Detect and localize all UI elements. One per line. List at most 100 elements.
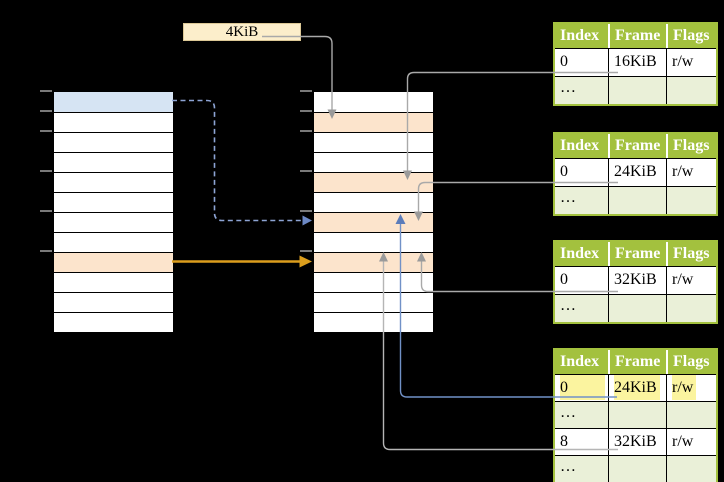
memory-row <box>314 112 433 132</box>
address-tick <box>300 130 312 132</box>
table-cell: r/w <box>666 429 716 455</box>
table-cell: 32KiB <box>608 429 666 455</box>
memory-row <box>314 232 433 252</box>
table-cell: 8 <box>555 429 608 455</box>
table-header: Index Frame Flags <box>555 242 716 266</box>
frame-table-16kib: Index Frame Flags 0 16KiB r/w … <box>553 22 718 106</box>
table-row: 0 32KiB r/w <box>555 266 716 294</box>
memory-row <box>314 252 433 272</box>
memory-row <box>314 272 433 292</box>
address-tick <box>40 110 52 112</box>
table-cell <box>666 295 716 322</box>
table-cell: … <box>555 77 608 104</box>
header-cell: Flags <box>666 242 716 266</box>
highlight-mark: 24KiB <box>614 375 660 400</box>
table-row: … <box>555 455 716 482</box>
table-cell: r/w <box>666 375 716 401</box>
table-cell <box>608 187 666 214</box>
table-header: Index Frame Flags <box>555 134 716 158</box>
table-cell: r/w <box>666 159 716 186</box>
header-cell: Flags <box>666 350 716 374</box>
table-header: Index Frame Flags <box>555 350 716 374</box>
table-row: 0 24KiB r/w <box>555 158 716 186</box>
table-cell <box>666 77 716 104</box>
table-header: Index Frame Flags <box>555 24 716 48</box>
table-cell: 0 <box>555 375 608 401</box>
memory-row <box>54 292 173 312</box>
memory-row <box>54 92 173 112</box>
table-row-highlighted: 0 24KiB r/w <box>555 374 716 401</box>
table-row: … <box>555 76 716 104</box>
table-cell: 24KiB <box>608 159 666 186</box>
header-cell: Index <box>555 24 608 48</box>
header-cell: Flags <box>666 24 716 48</box>
table-cell <box>666 456 716 482</box>
virtual-memory-table <box>53 91 174 333</box>
header-cell: Index <box>555 134 608 158</box>
address-tick <box>40 250 52 252</box>
table-cell <box>666 402 716 428</box>
table-cell: r/w <box>666 49 716 76</box>
memory-row <box>314 92 433 112</box>
memory-row <box>54 132 173 152</box>
table-row: … <box>555 186 716 214</box>
memory-row <box>314 312 433 332</box>
table-cell: 0 <box>555 159 608 186</box>
table-cell <box>608 77 666 104</box>
table-row: … <box>555 294 716 322</box>
table-cell: r/w <box>666 267 716 294</box>
memory-row <box>54 232 173 252</box>
memory-row <box>314 212 433 232</box>
address-tick <box>40 90 52 92</box>
header-cell: Index <box>555 350 608 374</box>
highlight-mark: 0 <box>560 375 605 400</box>
address-tick <box>300 170 312 172</box>
address-tick <box>300 210 312 212</box>
frame-table-24kib: Index Frame Flags 0 24KiB r/w … <box>553 132 718 216</box>
address-tick <box>300 110 312 112</box>
table-row: 0 16KiB r/w <box>555 48 716 76</box>
page-size-label: 4KiB <box>183 23 301 41</box>
memory-row <box>54 312 173 332</box>
arrowhead <box>299 255 312 268</box>
address-tick <box>40 170 52 172</box>
memory-row <box>54 252 173 272</box>
memory-row <box>314 292 433 312</box>
table-row: 8 32KiB r/w <box>555 428 716 455</box>
header-cell: Frame <box>608 242 666 266</box>
table-cell: … <box>555 456 608 482</box>
memory-row <box>54 212 173 232</box>
header-cell: Flags <box>666 134 716 158</box>
table-cell: 0 <box>555 267 608 294</box>
memory-row <box>54 112 173 132</box>
frame-table-level2: Index Frame Flags 0 24KiB r/w … 8 32KiB … <box>553 348 718 482</box>
table-cell: 32KiB <box>608 267 666 294</box>
table-cell <box>608 456 666 482</box>
memory-row <box>314 172 433 192</box>
table-cell: … <box>555 187 608 214</box>
memory-row <box>54 192 173 212</box>
memory-row <box>54 172 173 192</box>
page-table <box>313 91 434 333</box>
table-cell <box>608 295 666 322</box>
memory-row <box>314 132 433 152</box>
table-cell <box>666 187 716 214</box>
address-tick <box>40 210 52 212</box>
table-cell: … <box>555 295 608 322</box>
table-cell: … <box>555 402 608 428</box>
table-cell: 24KiB <box>608 375 666 401</box>
arrow-virtual-page-dashed <box>172 99 302 222</box>
table-row: … <box>555 401 716 428</box>
header-cell: Frame <box>608 24 666 48</box>
table-cell: 0 <box>555 49 608 76</box>
address-tick <box>300 250 312 252</box>
highlight-mark: r/w <box>672 375 697 400</box>
header-cell: Index <box>555 242 608 266</box>
memory-row <box>314 192 433 212</box>
memory-row <box>54 152 173 172</box>
table-cell: 16KiB <box>608 49 666 76</box>
table-cell <box>608 402 666 428</box>
header-cell: Frame <box>608 134 666 158</box>
memory-row <box>54 272 173 292</box>
